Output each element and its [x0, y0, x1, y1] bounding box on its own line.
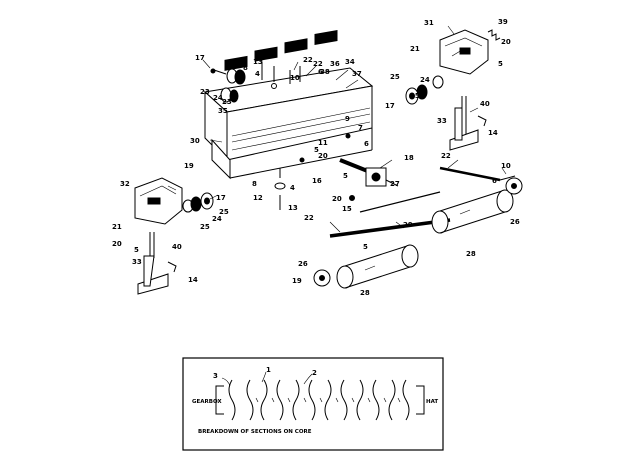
callout-17: 17: [195, 54, 205, 62]
callout-5: 5: [134, 246, 139, 254]
callout-40: 40: [172, 243, 182, 251]
callout-37: 37: [352, 70, 362, 78]
callout-25: 25: [219, 208, 229, 216]
callout-25: 25: [200, 223, 210, 231]
callout-6: 6: [364, 140, 369, 148]
callout-22: 22: [313, 60, 323, 68]
callout-5: 5: [363, 243, 368, 251]
callout-24: 24: [420, 76, 430, 84]
callout-12: 12: [253, 194, 263, 202]
callout-14: 14: [488, 129, 498, 137]
inset-callout-3: 3: [213, 372, 218, 380]
inset-caption: BREAKDOWN OF SECTIONS ON CORE: [198, 429, 312, 435]
leader-lines: [167, 25, 507, 233]
callout-26: 26: [510, 218, 520, 226]
callout-6: 6: [492, 177, 497, 185]
callout-39: 39: [498, 18, 508, 26]
right-gear-cover: [439, 29, 501, 75]
drive-rods: [329, 166, 516, 238]
callout-24: 24: [213, 94, 223, 102]
callout-7: 7: [358, 124, 363, 132]
callout-22: 22: [303, 56, 313, 64]
callout-28: 28: [360, 289, 370, 297]
callout-5: 5: [498, 60, 503, 68]
callout-23: 23: [222, 98, 232, 106]
callout-20: 20: [332, 195, 342, 203]
callout-40: 40: [480, 100, 490, 108]
callout-4: 4: [290, 184, 295, 192]
callout-22: 22: [441, 152, 451, 160]
callout-31: 31: [424, 19, 434, 27]
callout-26: 26: [298, 260, 308, 268]
core-sections-inset: 3 1 2 GEARBOX HAT BREAKDOWN OF SECTIONS …: [182, 357, 444, 451]
callout-6: 6: [318, 68, 323, 76]
callout-20: 20: [112, 240, 122, 248]
right-stand: [449, 96, 487, 151]
callout-21: 21: [410, 45, 420, 53]
callout-25: 25: [410, 92, 420, 100]
callout-18: 18: [404, 154, 414, 162]
callout-10: 10: [290, 74, 300, 82]
callout-17: 17: [216, 194, 226, 202]
inset-callout-1: 1: [266, 366, 271, 374]
hat-label: HAT: [426, 399, 438, 405]
main-frame: [203, 29, 374, 180]
callout-9: 9: [345, 115, 350, 123]
callout-5: 5: [343, 172, 348, 180]
callout-13: 13: [288, 204, 298, 212]
callout-20: 20: [318, 152, 328, 160]
callout-24: 24: [212, 215, 222, 223]
callout-17: 17: [385, 102, 395, 110]
upper-roller: [431, 177, 523, 234]
lower-roller: [313, 244, 419, 289]
callout-15: 15: [342, 205, 352, 213]
upper-shaft: [339, 158, 399, 187]
callout-25: 25: [390, 73, 400, 81]
callout-29: 29: [403, 221, 413, 229]
callout-20: 20: [501, 38, 511, 46]
callout-33: 33: [132, 258, 142, 266]
callout-10: 10: [501, 162, 511, 170]
right-bearings: [405, 75, 444, 105]
center-hardware: [274, 133, 355, 210]
callout-38: 38: [320, 68, 330, 76]
top-fasteners: [210, 62, 301, 103]
callout-14: 14: [188, 276, 198, 284]
callout-33: 33: [437, 117, 447, 125]
callout-22: 22: [304, 214, 314, 222]
callout-23: 23: [200, 88, 210, 96]
left-bearings: [182, 192, 214, 213]
callout-13: 13: [253, 58, 263, 66]
callout-30: 30: [190, 137, 200, 145]
callout-8: 8: [252, 180, 257, 188]
inset-callout-2: 2: [312, 369, 317, 377]
callout-8: 8: [243, 64, 248, 72]
left-gear-cover: [134, 177, 183, 225]
callout-4: 4: [255, 70, 260, 78]
callout-19: 19: [184, 162, 194, 170]
callout-19: 19: [292, 277, 302, 285]
callout-34: 34: [345, 58, 355, 66]
callout-28: 28: [466, 250, 476, 258]
callout-27: 27: [390, 180, 400, 188]
callout-35: 35: [218, 107, 228, 115]
callout-36: 36: [330, 60, 340, 68]
left-stand: [137, 232, 177, 295]
callout-16: 16: [312, 177, 322, 185]
callout-5: 5: [314, 146, 319, 154]
callout-11: 11: [318, 139, 328, 147]
callout-32: 32: [120, 180, 130, 188]
gearbox-label: GEARBOX: [192, 399, 222, 405]
callout-labels: 17 13 22 22 36 34 38 37 25 8 4 10 6 23 2…: [112, 18, 520, 297]
callout-21: 21: [112, 223, 122, 231]
